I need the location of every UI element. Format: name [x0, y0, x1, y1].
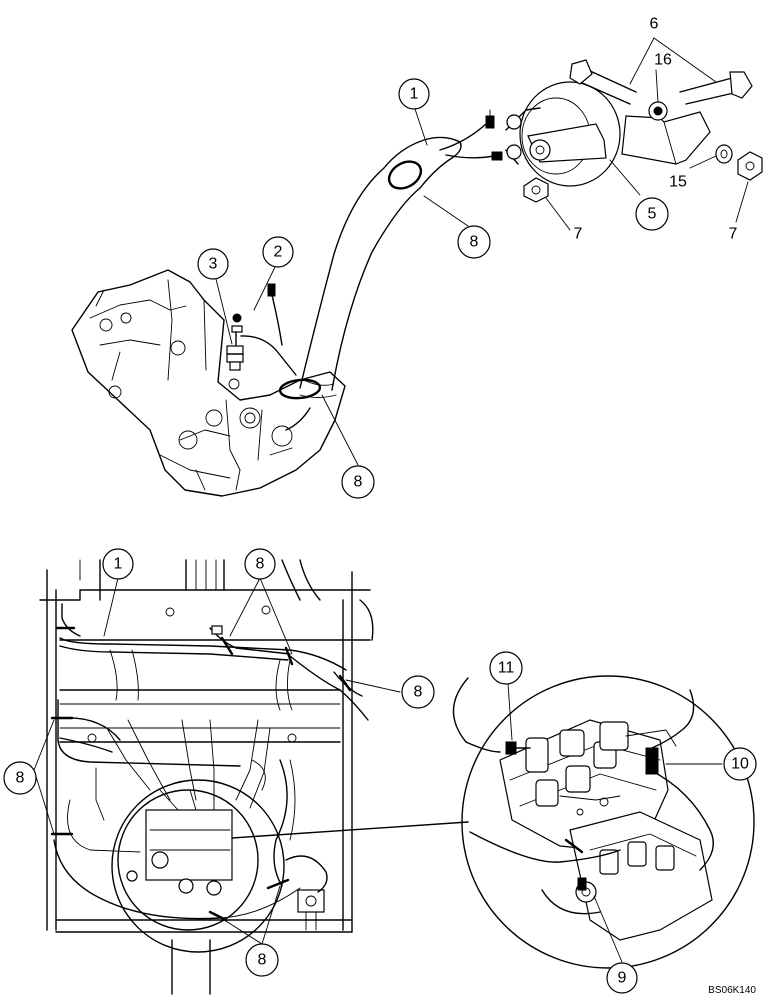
callout-8-top-a-text: 8 — [470, 234, 479, 251]
detail-connector-line — [231, 821, 469, 839]
callout-3: 3 — [197, 248, 229, 280]
callout-1-bottom-text: 1 — [114, 556, 123, 573]
callout-8-top-a: 8 — [457, 225, 491, 259]
engine-block — [71, 269, 346, 497]
callout-8-bottom-c-text: 8 — [16, 770, 25, 787]
figure-code: BS06K140 — [708, 985, 756, 996]
callout-1-bottom: 1 — [102, 548, 134, 580]
callout-8-bottom-d: 8 — [245, 943, 279, 977]
callout-10: 10 — [723, 747, 757, 781]
callout-1-top-text: 1 — [410, 86, 419, 103]
callout-9: 9 — [606, 962, 638, 994]
horn — [505, 81, 621, 187]
detail-view: 11 10 9 — [452, 651, 757, 994]
tie-straps-bottom — [50, 626, 352, 922]
callout-11-text: 11 — [498, 660, 515, 677]
bottom-leaders — [33, 577, 401, 945]
callout-11: 11 — [489, 651, 523, 685]
pump-detail-left — [111, 779, 325, 953]
harness-tube — [278, 136, 462, 431]
top-leaders — [215, 37, 749, 466]
callout-8-bottom-b-text: 8 — [414, 684, 423, 701]
callout-2: 2 — [262, 236, 294, 268]
callout-8-bottom-d-text: 8 — [258, 952, 267, 969]
detail-wiring — [469, 689, 714, 915]
callout-8-bottom-b: 8 — [401, 675, 435, 709]
callout-8-bottom-a-text: 8 — [256, 556, 265, 573]
callout-8-top-b-text: 8 — [354, 474, 363, 491]
callout-3-text: 3 — [209, 256, 218, 273]
callout-8-top-b: 8 — [341, 465, 375, 499]
callout-2-text: 2 — [274, 244, 283, 261]
callout-5: 5 — [635, 197, 669, 231]
callout-5-text: 5 — [648, 206, 657, 223]
top-illustration: 1 2 3 8 8 5 6 16 15 7 7 — [71, 16, 763, 499]
bracket-hardware — [523, 59, 763, 203]
callout-9-text: 9 — [618, 970, 627, 987]
frame — [39, 559, 374, 995]
label-7-right: 7 — [729, 226, 738, 243]
sender-fitting — [226, 283, 297, 376]
label-16: 16 — [654, 52, 672, 69]
callout-1-top: 1 — [398, 78, 430, 110]
callout-8-bottom-a: 8 — [244, 548, 276, 580]
horn-connectors — [439, 109, 503, 161]
label-7-left: 7 — [574, 226, 583, 243]
bottom-illustration: 1 8 8 8 8 — [3, 548, 469, 995]
detail-pump-body — [499, 719, 713, 941]
callout-10-text: 10 — [731, 756, 749, 773]
label-6: 6 — [650, 16, 659, 33]
label-15: 15 — [669, 174, 687, 191]
detail-leaders — [507, 683, 723, 963]
callout-8-bottom-c: 8 — [3, 761, 37, 795]
